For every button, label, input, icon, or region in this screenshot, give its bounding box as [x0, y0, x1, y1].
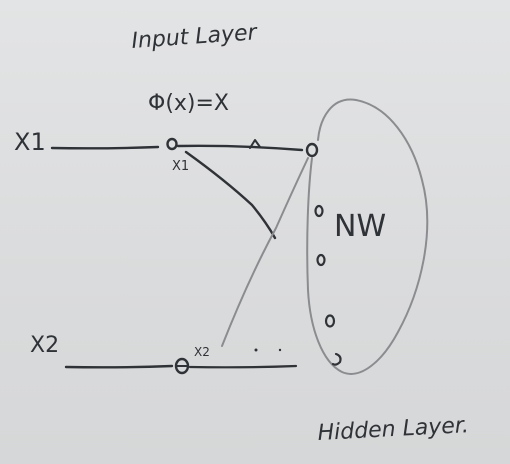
edge-x2-to-hidden-bottom [188, 364, 298, 369]
x2-input-line [64, 364, 174, 369]
edge-x2-to-hidden-top [221, 157, 309, 347]
x2-input-label: X2 [30, 333, 59, 358]
hidden-node-5 [331, 352, 342, 366]
hidden-node-3 [316, 253, 326, 267]
x1-input-line [50, 145, 160, 150]
hidden-node-2 [314, 204, 324, 218]
dot-mark [254, 348, 258, 352]
edge-x1-to-hidden-top [176, 144, 304, 152]
x1-input-node [166, 137, 178, 151]
x2-node-label: X2 [194, 345, 210, 359]
nw-label: NW [334, 209, 386, 244]
phi-formula: Φ(x)=X [148, 91, 229, 116]
hidden-node-4 [324, 314, 336, 328]
hidden-node-1 [305, 142, 319, 158]
input-layer-title: Input Layer [131, 20, 260, 54]
edge-weight-mark [249, 139, 261, 149]
x1-input-label: X1 [14, 128, 46, 156]
hidden-layer-label: Hidden Layer. [317, 413, 469, 446]
edge-x1-diagonal [184, 150, 277, 240]
hidden-layer-outline [306, 98, 429, 375]
dot-mark [278, 348, 282, 352]
x1-node-label: X1 [172, 159, 189, 174]
